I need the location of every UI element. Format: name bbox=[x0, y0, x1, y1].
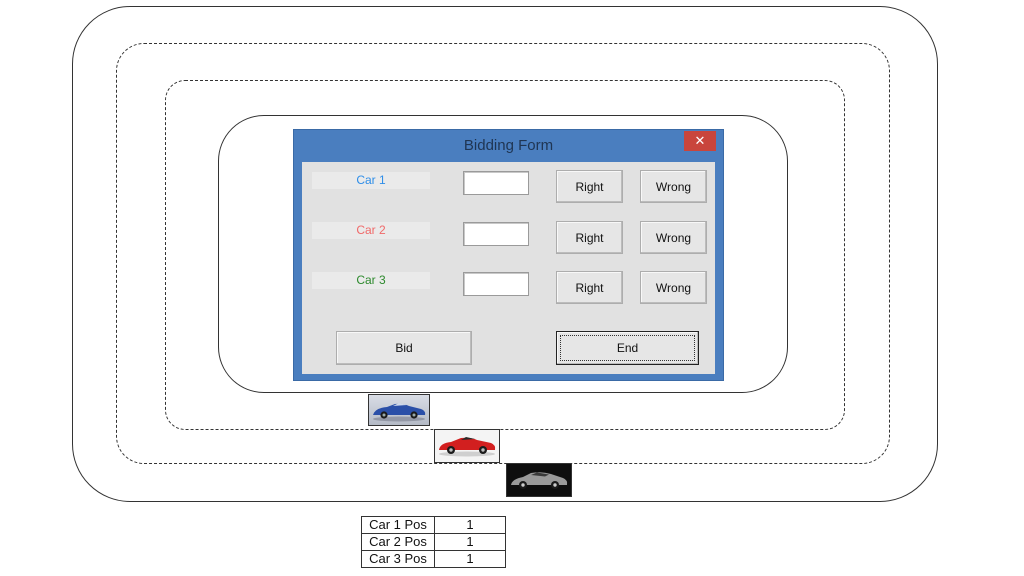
car-1-bid-input[interactable] bbox=[463, 171, 529, 195]
bidding-form-dialog: Bidding Form ✕ Car 1 Right Wrong Car 2 R… bbox=[293, 129, 724, 381]
blue-car-icon bbox=[368, 394, 430, 426]
dialog-title: Bidding Form bbox=[463, 137, 554, 154]
position-label: Car 3 Pos bbox=[361, 550, 435, 568]
car-3-label: Car 3 bbox=[312, 272, 430, 289]
car-position-table: Car 1 Pos 1 Car 2 Pos 1 Car 3 Pos 1 bbox=[361, 516, 506, 568]
car-1-label: Car 1 bbox=[312, 172, 430, 189]
car-1-wrong-button[interactable]: Wrong bbox=[640, 170, 707, 203]
table-row: Car 3 Pos 1 bbox=[361, 550, 506, 568]
table-row: Car 1 Pos 1 bbox=[361, 516, 506, 534]
track-inner-border bbox=[218, 115, 788, 393]
bid-button[interactable]: Bid bbox=[336, 331, 472, 365]
position-label: Car 1 Pos bbox=[361, 516, 435, 534]
dialog-titlebar[interactable]: Bidding Form ✕ bbox=[294, 130, 723, 162]
track-outer-border bbox=[72, 6, 938, 502]
track-lane-1 bbox=[116, 43, 890, 464]
dialog-client-area: Car 1 Right Wrong Car 2 Right Wrong Car … bbox=[302, 162, 715, 374]
position-value: 1 bbox=[434, 550, 506, 568]
position-value: 1 bbox=[434, 516, 506, 534]
car-2-right-button[interactable]: Right bbox=[556, 221, 623, 254]
car-2-wrong-button[interactable]: Wrong bbox=[640, 221, 707, 254]
car-3-wrong-button[interactable]: Wrong bbox=[640, 271, 707, 304]
silver-car-icon bbox=[506, 463, 572, 497]
position-value: 1 bbox=[434, 533, 506, 551]
car-3-bid-input[interactable] bbox=[463, 272, 529, 296]
car-3-right-button[interactable]: Right bbox=[556, 271, 623, 304]
end-button[interactable]: End bbox=[556, 331, 699, 365]
car-2-bid-input[interactable] bbox=[463, 222, 529, 246]
close-icon: ✕ bbox=[694, 133, 706, 148]
position-label: Car 2 Pos bbox=[361, 533, 435, 551]
red-car-icon bbox=[434, 429, 500, 463]
table-row: Car 2 Pos 1 bbox=[361, 533, 506, 551]
car-1-right-button[interactable]: Right bbox=[556, 170, 623, 203]
track-lane-2 bbox=[165, 80, 845, 430]
car-2-label: Car 2 bbox=[312, 222, 430, 239]
close-button[interactable]: ✕ bbox=[684, 131, 716, 151]
